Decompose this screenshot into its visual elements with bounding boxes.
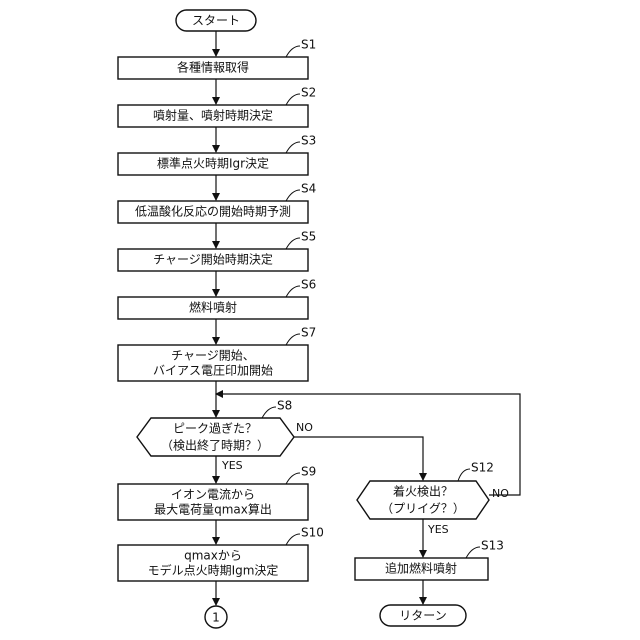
step-s13-id: S13: [481, 539, 504, 553]
page-connector-label: 1: [212, 611, 220, 625]
step-s7-label-line2: バイアス電圧印加開始: [153, 364, 273, 378]
step-s12-label-line1: 着火検出？: [393, 484, 453, 499]
step-s12-id: S12: [471, 461, 494, 475]
step-s9-id: S9: [301, 465, 316, 479]
step-s13-label: 追加燃料噴射: [385, 561, 457, 576]
end-label: リターン: [399, 609, 446, 623]
step-s9-label-line2: 最大電荷量qmax算出: [154, 502, 272, 517]
step-s3-id: S3: [301, 134, 316, 148]
step-s10-label-line2: モデル点火時期Igm決定: [148, 563, 279, 578]
step-s8-label-line2: （検出終了時期？）: [161, 438, 269, 453]
step-s8-label-line1: ピーク過ぎた？: [173, 422, 257, 436]
s12-yes-label: YES: [427, 523, 449, 536]
step-s8-id: S8: [277, 399, 292, 413]
step-s3-label: 標準点火時期Igr決定: [157, 156, 269, 171]
step-s10-label-line1: qmaxから: [184, 549, 242, 563]
step-s5-label: チャージ開始時期決定: [153, 252, 273, 267]
step-s5-id: S5: [301, 230, 316, 244]
step-s2-id: S2: [301, 86, 316, 100]
step-s4-label: 低温酸化反応の開始時期予測: [135, 204, 291, 219]
step-s1-id: S1: [301, 38, 316, 52]
step-s6-label: 燃料噴射: [189, 300, 237, 315]
step-s6-id: S6: [301, 278, 316, 292]
step-s1-label: 各種情報取得: [177, 60, 249, 75]
s8-yes-label: YES: [221, 459, 243, 472]
step-s10-id: S10: [301, 526, 324, 540]
step-s9-label-line1: イオン電流から: [171, 488, 255, 502]
start-label: スタート: [192, 14, 240, 28]
step-s7-label-line1: チャージ開始、: [171, 349, 255, 363]
s8-no-label: NO: [296, 421, 313, 434]
step-s4-id: S4: [301, 182, 316, 196]
step-s7-id: S7: [301, 326, 316, 340]
step-s12-label-line2: （プリイグ？）: [381, 502, 465, 516]
s12-no-label: NO: [492, 487, 509, 500]
step-s2-label: 噴射量、噴射時期決定: [153, 108, 273, 123]
